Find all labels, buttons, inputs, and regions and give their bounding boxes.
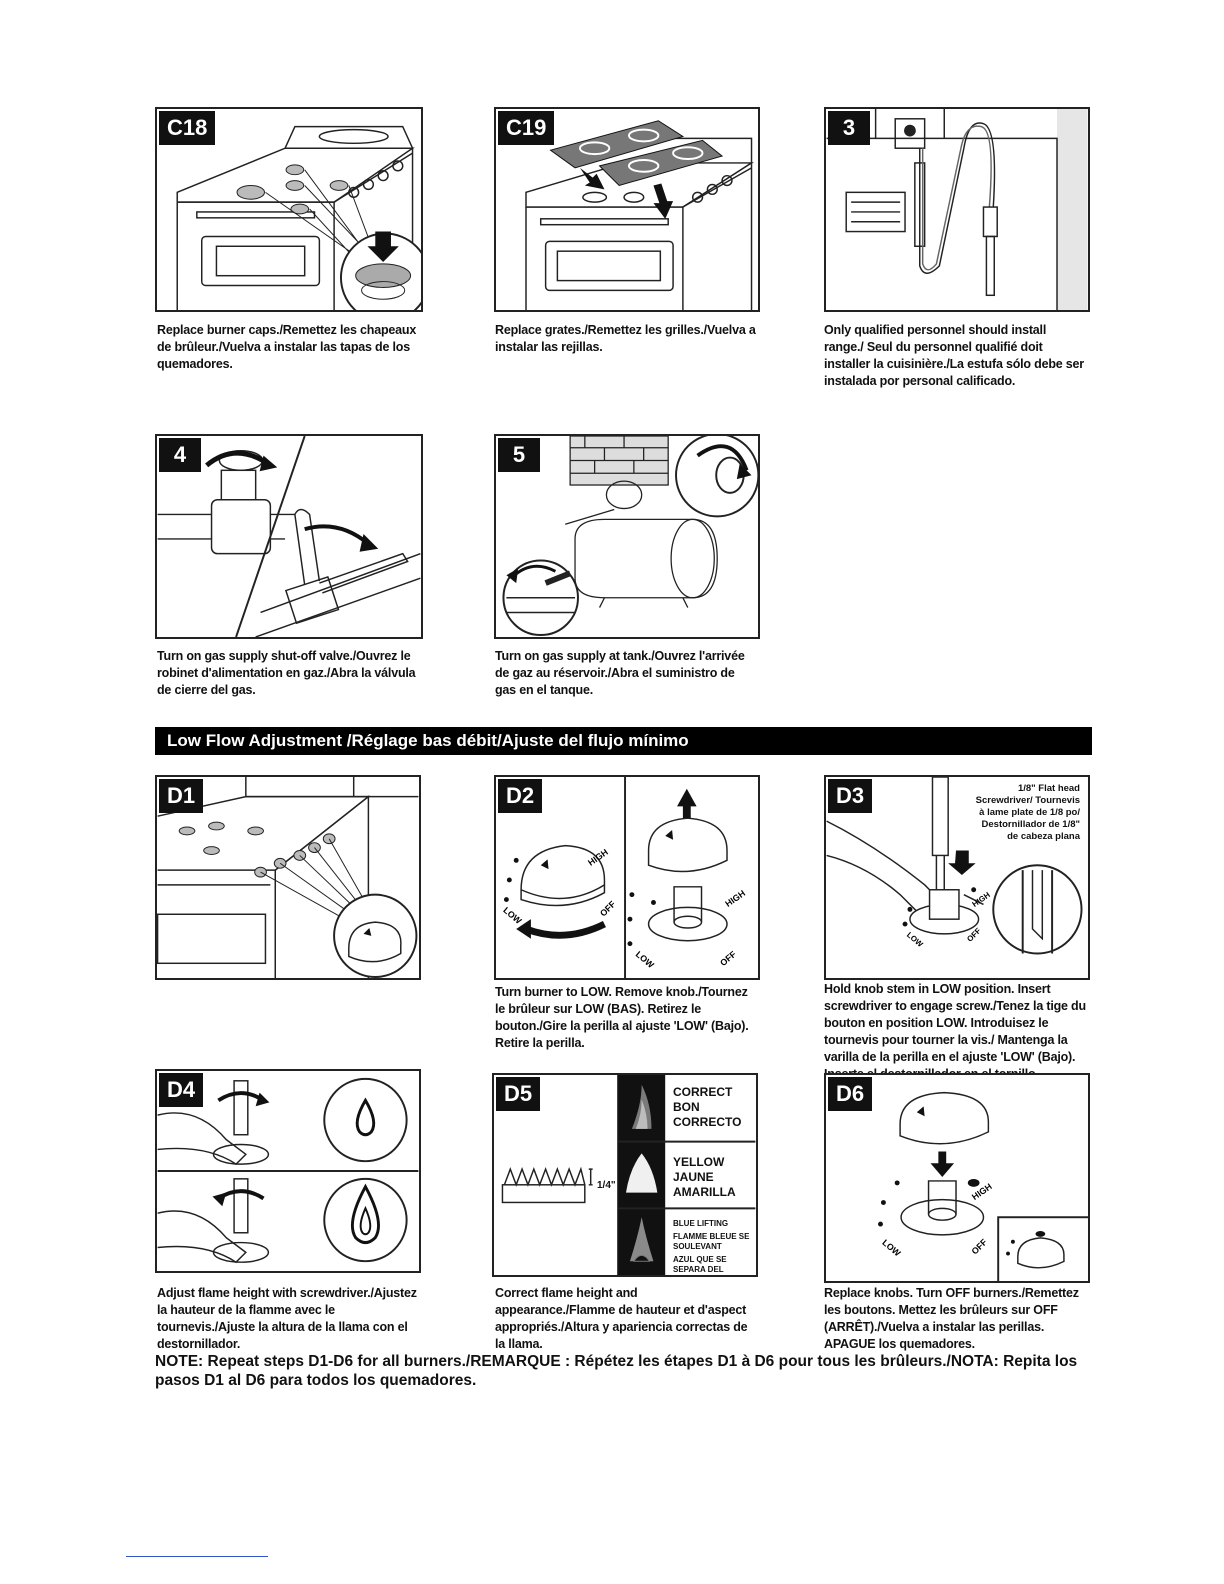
range-knobs-illustration [157,777,419,978]
caption-3: Only qualified personnel should install … [824,323,1084,388]
panel-d6: HIGH LOW OFF D6 [824,1073,1090,1283]
insert-screwdriver-illustration: LOW OFF HIGH [826,777,1083,955]
range-burner-caps-illustration [176,125,421,310]
footer-divider [126,1556,268,1557]
step-label: C18 [159,111,216,145]
label-line: AZUL QUE SE SEPARA DEL QUEMADOR [673,1255,727,1274]
repeat-steps-note: NOTE: Repeat steps D1-D6 for all burners… [155,1353,1078,1389]
label-line: YELLOW [673,1155,725,1169]
measure-label: 1/4" [597,1180,616,1191]
label-line: CORRECTO [673,1115,742,1129]
caption-d2: Turn burner to LOW. Remove knob./Tournez… [495,985,749,1050]
flame-lifting-label: BLUE LIFTING FLAMME BLEUE SE SOULEVANT A… [673,1219,755,1275]
caption-d4: Adjust flame height with screwdriver./Aj… [157,1286,417,1351]
range-grates-illustration [525,120,755,310]
shutoff-valve-illustration [157,436,421,637]
knob-label-off: OFF [718,949,738,968]
panel-d4: D4 [155,1069,421,1273]
knob-label-high: HIGH [723,888,747,909]
flame-yellow-label: YELLOW JAUNE AMARILLA [673,1155,736,1200]
caption-5: Turn on gas supply at tank./Ouvrez l'arr… [495,649,745,697]
step-label: D1 [159,779,204,813]
label-line: BLUE LIFTING [673,1219,729,1228]
knob-label-low: LOW [501,905,524,926]
knob-label-off: OFF [598,898,618,918]
remove-knob-illustration: HIGH LOW OFF HIGH LOW OFF [501,777,747,978]
step-label: C19 [498,111,555,145]
panel-d3: LOW OFF HIGH 1/8" Flat head Screwdriver/… [824,775,1090,980]
caption-4: Turn on gas supply shut-off valve./Ouvre… [157,649,416,697]
section-banner: Low Flow Adjustment /Réglage bas débit/A… [155,727,1092,755]
replace-knob-illustration: HIGH LOW OFF [878,1091,1088,1281]
panel-4: 4 [155,434,423,639]
panel-5: 5 [494,434,760,639]
knob-label-high: HIGH [971,890,992,909]
step-label: 4 [159,438,201,472]
step-label: D3 [828,779,873,813]
caption-d6: Replace knobs. Turn OFF burners./Remette… [824,1286,1079,1351]
step-label: D5 [496,1077,541,1111]
label-line: JAUNE [673,1170,714,1184]
caption-c18: Replace burner caps./Remettez les chapea… [157,323,417,371]
step-label: 5 [498,438,540,472]
knob-label-off: OFF [969,1236,989,1256]
panel-d1: D1 [155,775,421,980]
step-label: D2 [498,779,543,813]
flame-correct-label: CORRECT BON CORRECTO [673,1085,741,1130]
caption-c19: Replace grates./Remettez les grilles./Vu… [495,323,756,354]
knob-label-low: LOW [880,1237,903,1258]
gas-connector-illustration [826,109,1088,310]
caption-d3: Hold knob stem in LOW position. Insert s… [824,982,1086,1081]
flame-appearance-illustration [501,1075,756,1275]
panel-c18: C18 [155,107,423,312]
knob-label-low: LOW [634,949,657,970]
label-line: FLAMME BLEUE SE SOULEVANT [673,1232,750,1251]
knob-label-low: LOW [905,930,925,949]
step-label: D4 [159,1073,204,1107]
panel-c19: C19 [494,107,760,312]
label-line: AMARILLA [673,1185,736,1199]
step-label: D6 [828,1077,873,1111]
step-label: 3 [828,111,870,145]
label-line: BON [673,1100,700,1114]
adjust-flame-illustration [157,1077,419,1264]
screwdriver-note: 1/8" Flat head Screwdriver/ Tournevis à … [968,783,1080,843]
panel-d5: 1/4" CORRECT BON CORRECTO YELLOW JAUNE A… [492,1073,758,1277]
panel-3: 3 [824,107,1090,312]
caption-d5: Correct flame height and appearance./Fla… [495,1286,748,1351]
panel-d2: HIGH LOW OFF HIGH LOW OFF D2 [494,775,760,980]
label-line: CORRECT [673,1085,733,1099]
propane-tank-illustration [502,436,758,637]
